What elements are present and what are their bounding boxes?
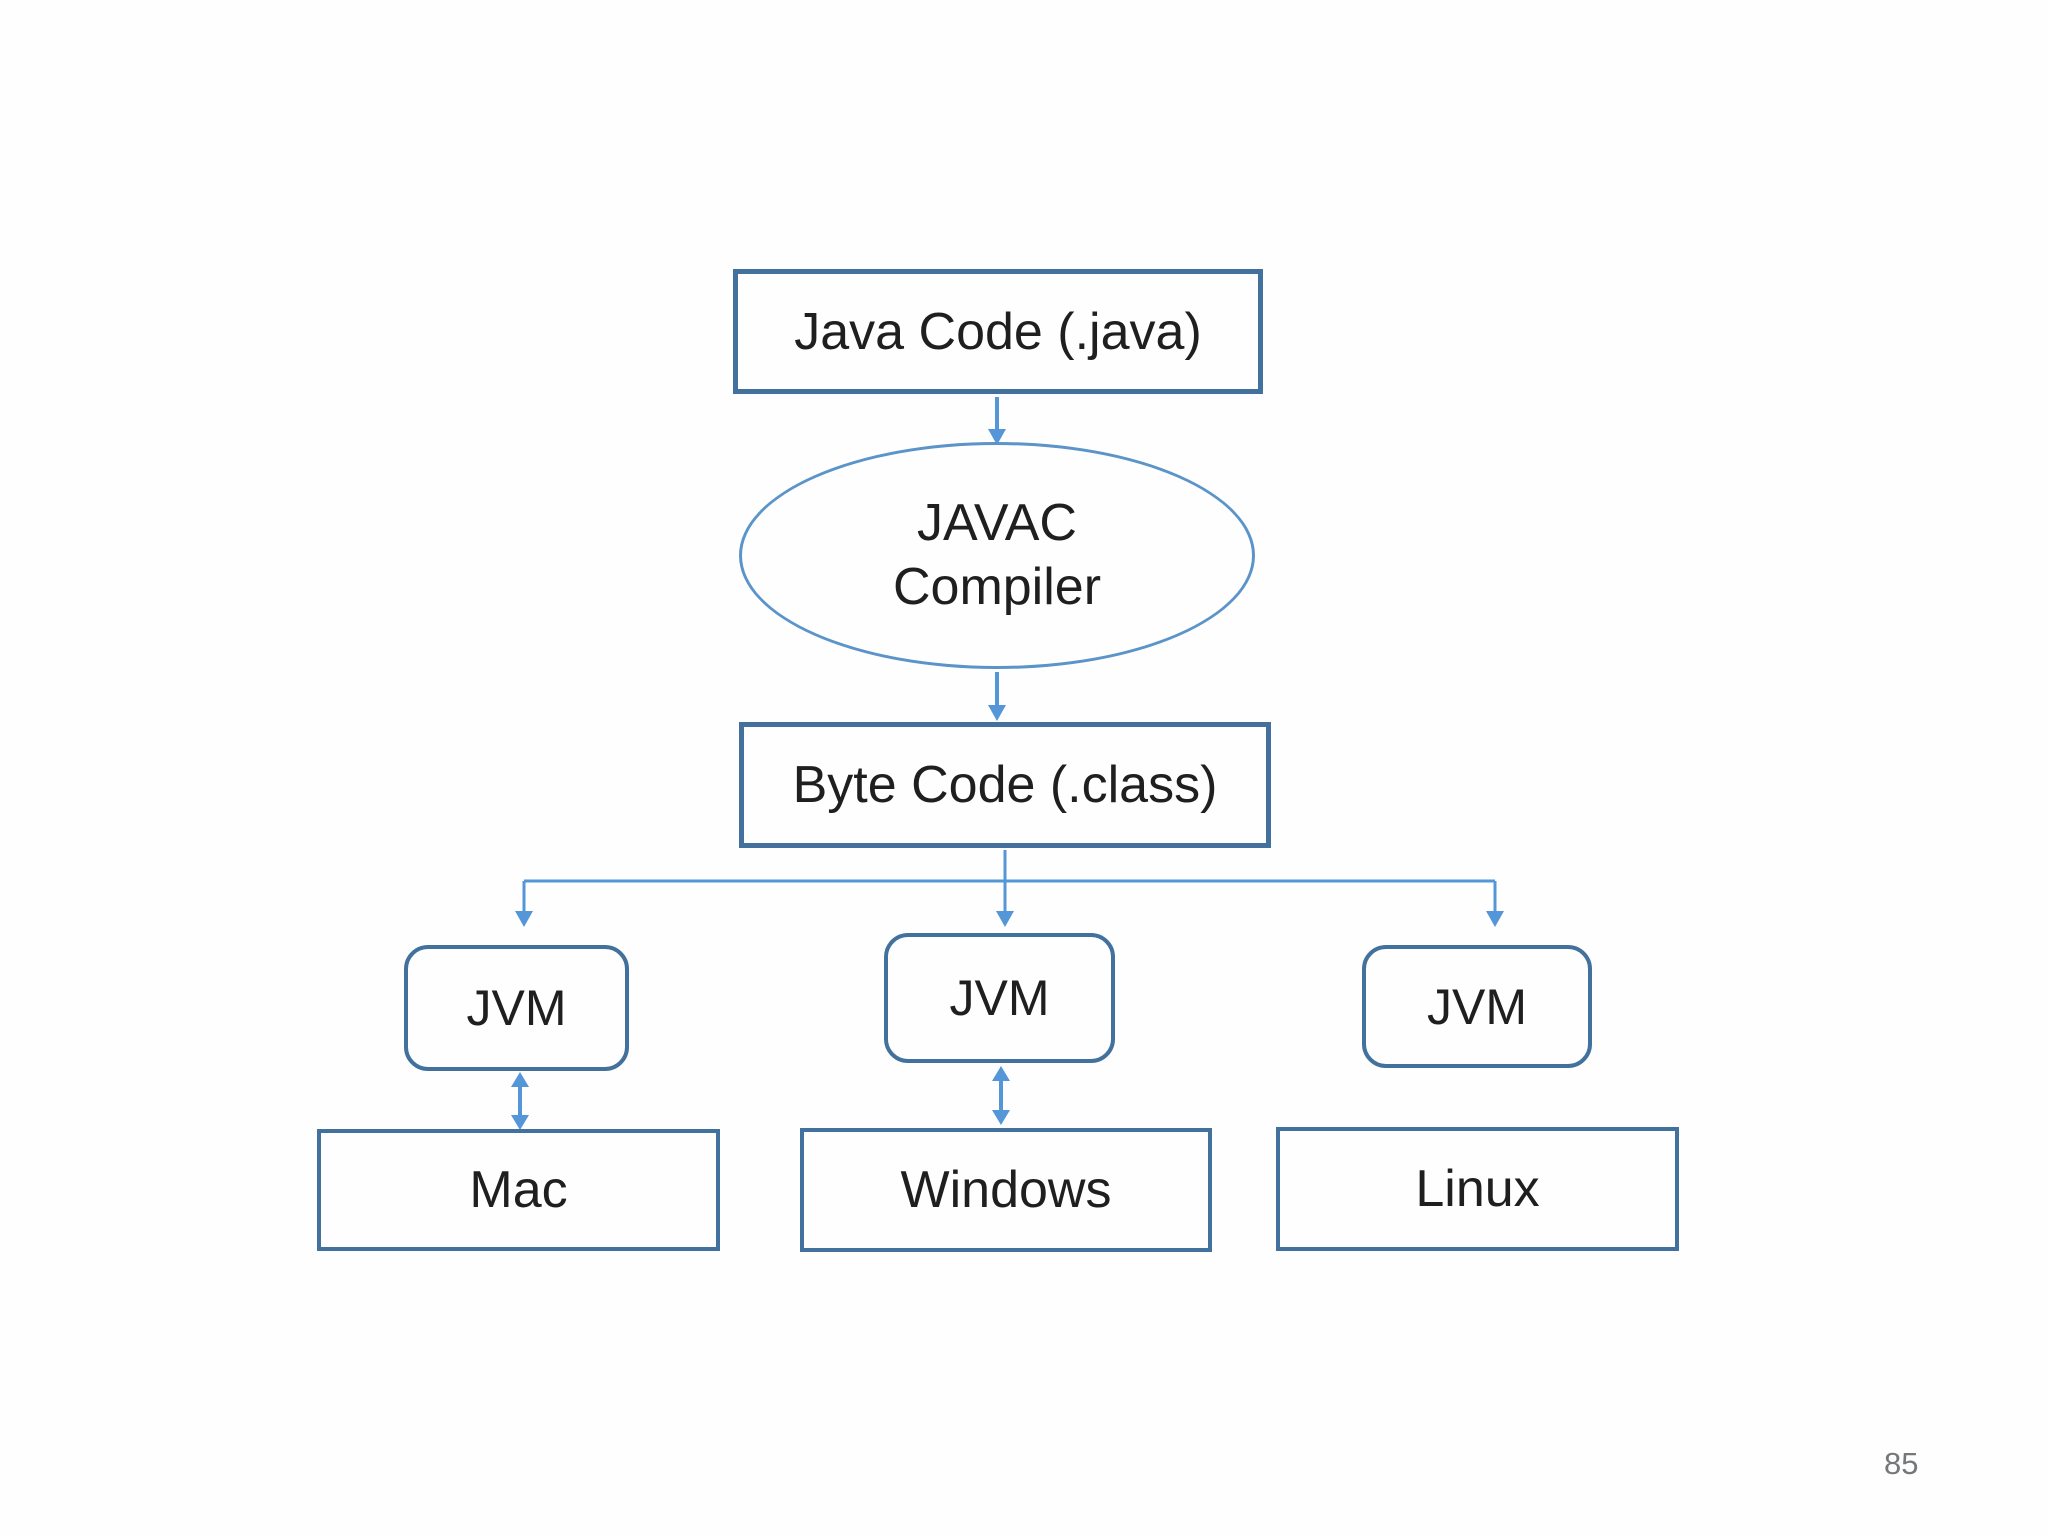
arrow-javac-to-bytecode bbox=[988, 672, 1006, 721]
page-number: 85 bbox=[1884, 1446, 1919, 1481]
node-jvm-right-label: JVM bbox=[1427, 978, 1527, 1035]
node-os-mac: Mac bbox=[317, 1129, 720, 1251]
node-jvm-right: JVM bbox=[1362, 945, 1592, 1068]
node-os-mac-label: Mac bbox=[469, 1161, 568, 1219]
branch-bytecode-to-jvms bbox=[515, 850, 1504, 927]
node-javac-compiler-label: JAVAC Compiler bbox=[892, 494, 1102, 616]
node-jvm-left-label: JVM bbox=[466, 980, 567, 1036]
node-os-windows: Windows bbox=[800, 1128, 1212, 1252]
node-os-windows-label: Windows bbox=[900, 1161, 1112, 1219]
node-java-code-label: Java Code (.java) bbox=[794, 302, 1202, 361]
node-byte-code-label: Byte Code (.class) bbox=[792, 756, 1218, 814]
arrow-javacode-to-javac bbox=[988, 397, 1006, 445]
node-os-linux-label: Linux bbox=[1415, 1160, 1540, 1218]
double-arrow-jvm-mac bbox=[511, 1072, 529, 1130]
node-javac-compiler: JAVAC Compiler bbox=[739, 442, 1255, 669]
double-arrow-jvm-windows bbox=[992, 1066, 1010, 1125]
node-os-linux: Linux bbox=[1276, 1127, 1679, 1251]
node-jvm-left: JVM bbox=[404, 945, 629, 1071]
node-jvm-middle: JVM bbox=[884, 933, 1115, 1063]
node-java-code: Java Code (.java) bbox=[733, 269, 1263, 394]
node-byte-code: Byte Code (.class) bbox=[739, 722, 1271, 848]
node-jvm-middle-label: JVM bbox=[949, 970, 1050, 1026]
